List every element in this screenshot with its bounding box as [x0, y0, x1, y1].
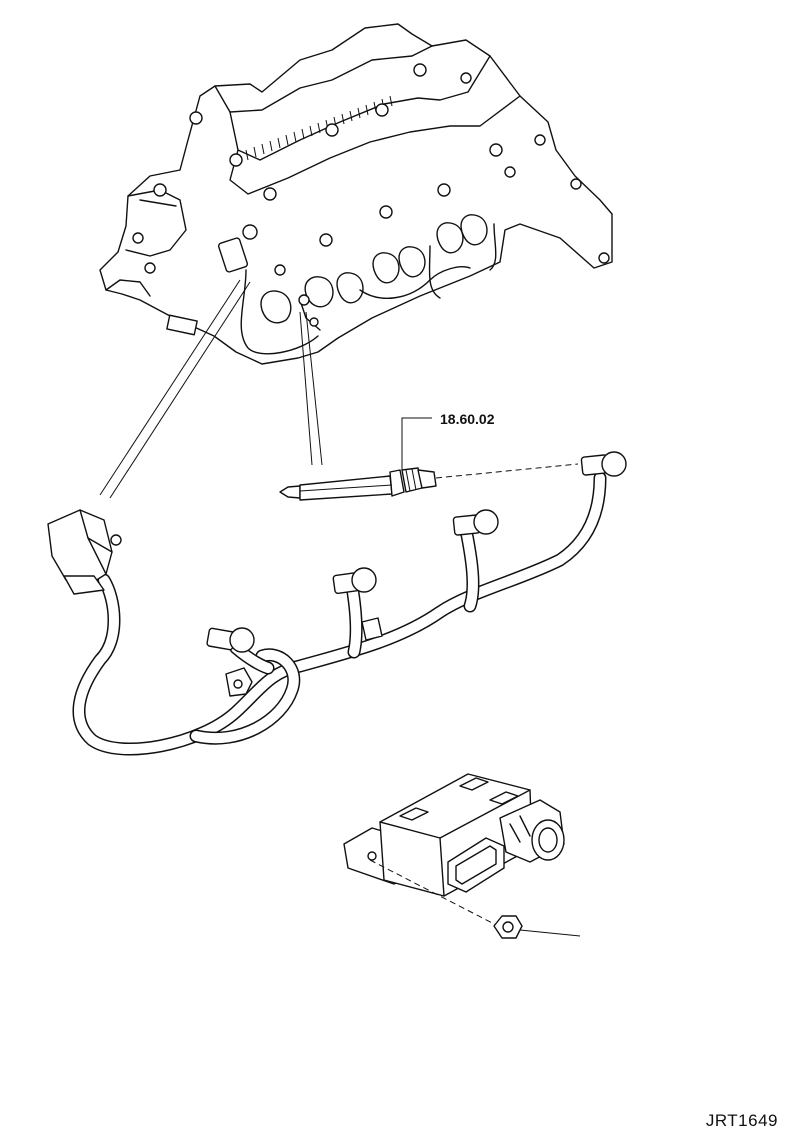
figure-code: JRT1649 — [705, 1111, 778, 1130]
glow-plug-axis-line — [435, 463, 579, 479]
glow-plug-control-module — [343, 773, 565, 897]
cylinder-head-assembly — [99, 23, 613, 365]
harness-terminal-2 — [452, 509, 499, 536]
module-fixing-axis-line — [369, 859, 503, 929]
head-bolts — [132, 63, 610, 276]
module-fixing-nut — [493, 915, 523, 939]
part-callout: 18.60.02 — [401, 411, 495, 470]
callout-label: 18.60.02 — [440, 411, 495, 427]
leader-lines — [99, 279, 323, 499]
harness-clip — [225, 617, 383, 697]
harness-terminal-3 — [580, 451, 627, 477]
harness-terminal-1 — [332, 567, 377, 595]
harness-terminal-4 — [206, 627, 255, 653]
glow-plug-harness — [72, 471, 607, 756]
harness-connector — [47, 509, 122, 595]
glow-plug — [279, 467, 437, 501]
manifold-ports — [260, 214, 488, 324]
module-fixing-guide — [519, 929, 581, 937]
